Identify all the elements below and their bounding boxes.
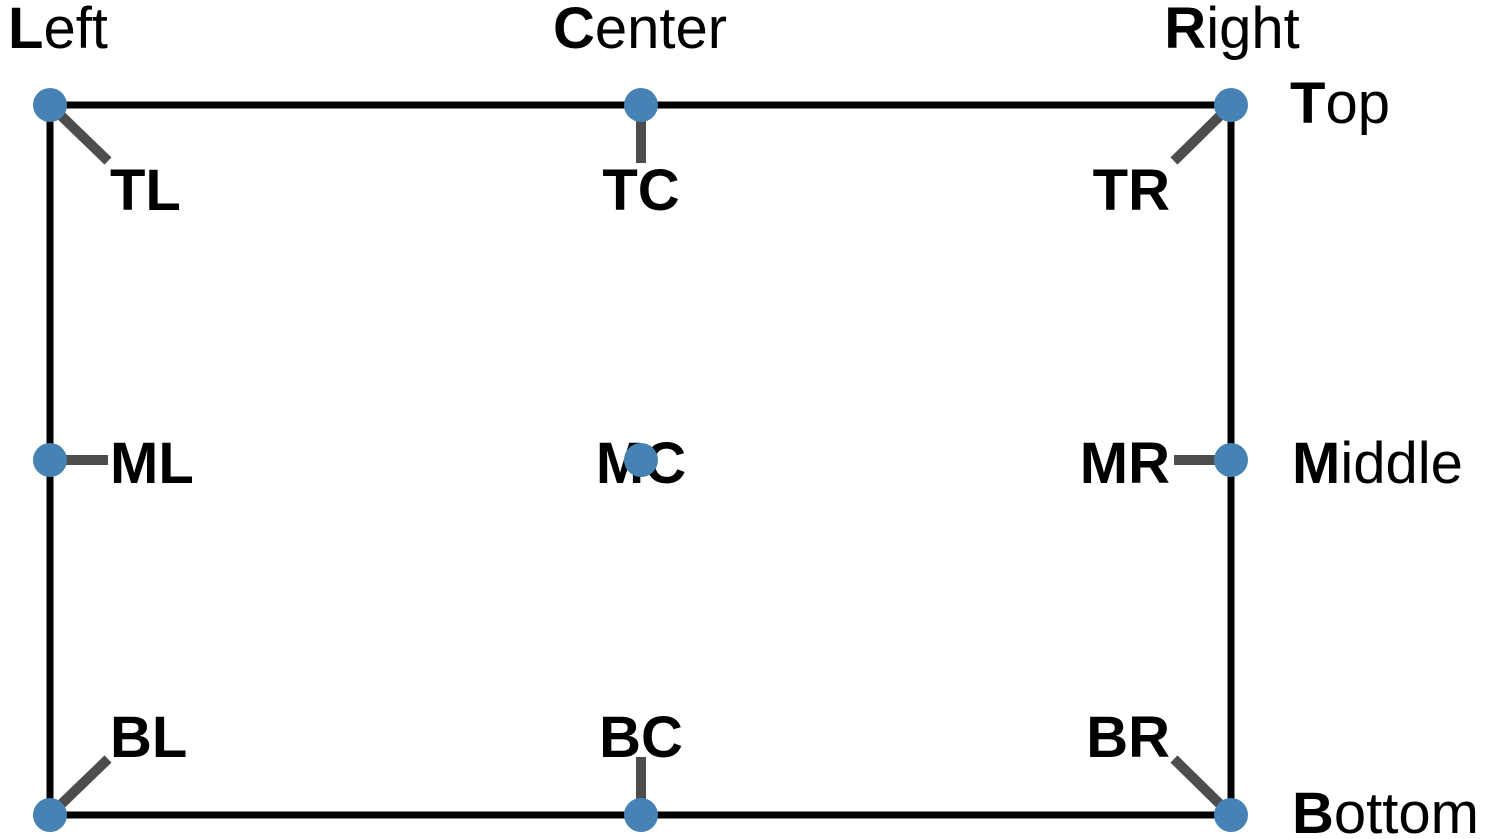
column-header-center: Center: [553, 0, 727, 61]
row-header-bottom: Bottom: [1292, 781, 1479, 839]
column-header-left-rest: eft: [43, 0, 108, 61]
anchor-point-tr: [1214, 88, 1248, 122]
column-header-left: Left: [8, 0, 108, 61]
anchor-point-tc: [624, 88, 658, 122]
anchor-point-bc: [624, 798, 658, 832]
anchor-label-br: BR: [1086, 705, 1170, 770]
column-headers: Left Center Right: [8, 0, 1300, 61]
row-header-bottom-initial: B: [1292, 781, 1334, 839]
column-header-right-rest: ight: [1206, 0, 1300, 61]
column-header-center-initial: C: [553, 0, 595, 61]
row-header-middle-initial: M: [1292, 431, 1340, 496]
anchor-point-mr: [1214, 443, 1248, 477]
column-header-left-initial: L: [8, 0, 43, 61]
anchor-label-mr: MR: [1080, 431, 1170, 496]
anchor-label-bc: BC: [599, 705, 683, 770]
row-header-middle: Middle: [1292, 431, 1463, 496]
column-header-right: Right: [1164, 0, 1299, 61]
row-headers: Top Middle Bottom: [1290, 71, 1479, 839]
row-header-middle-rest: iddle: [1340, 431, 1463, 496]
anchor-point-ml: [33, 443, 67, 477]
anchor-label-bl: BL: [110, 705, 187, 770]
column-header-center-rest: enter: [595, 0, 727, 61]
anchor-label-tr: TR: [1093, 158, 1170, 223]
row-header-top: Top: [1290, 71, 1390, 136]
anchor-point-br: [1214, 798, 1248, 832]
column-header-right-initial: R: [1164, 0, 1206, 61]
anchor-label-tc: TC: [602, 158, 679, 223]
row-header-top-rest: op: [1325, 71, 1390, 136]
anchor-label-ml: ML: [110, 431, 194, 496]
anchor-point-mc: [624, 443, 658, 477]
anchor-point-bl: [33, 798, 67, 832]
anchor-point-tl: [33, 88, 67, 122]
row-header-top-initial: T: [1290, 71, 1325, 136]
row-header-bottom-rest: ottom: [1334, 781, 1479, 839]
anchor-points: [33, 88, 1248, 832]
anchor-label-tl: TL: [110, 158, 181, 223]
